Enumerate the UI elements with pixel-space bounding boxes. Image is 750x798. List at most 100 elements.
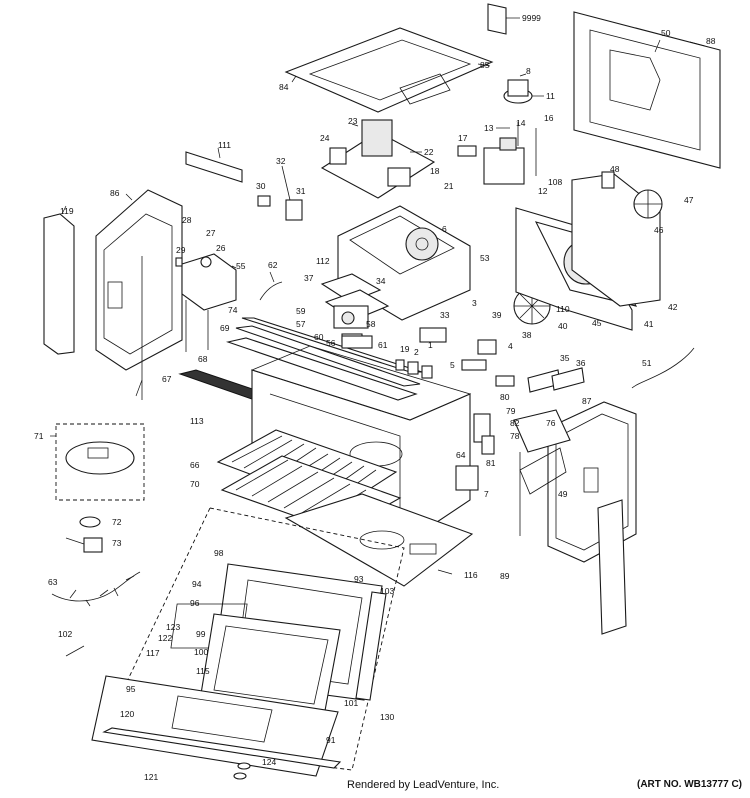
callout-69: 69 [220,323,230,333]
callout-61: 61 [378,340,388,350]
callout-35: 35 [560,353,570,363]
callout-28: 28 [182,215,192,225]
callout-11: 11 [546,91,555,101]
callout-124: 124 [262,757,276,767]
callout-108: 108 [548,177,562,187]
callout-56: 56 [326,338,336,348]
callout-27: 27 [206,228,216,238]
callout-40: 40 [558,321,568,331]
callout-71: 71 [34,431,44,441]
callout-80: 80 [500,392,510,402]
callout-62: 62 [268,260,278,270]
callout-9999: 9999 [522,13,541,23]
callout-12: 12 [538,186,548,196]
callout-111: 111 [218,140,231,150]
callout-13: 13 [484,123,494,133]
callout-39: 39 [492,310,502,320]
callout-101: 101 [344,698,358,708]
callout-112: 112 [316,256,330,266]
callout-47: 47 [684,195,694,205]
callout-38: 38 [522,330,532,340]
duct-parts [513,409,571,536]
callout-8: 8 [526,66,531,76]
callout-98: 98 [214,548,224,558]
callout-93: 93 [354,574,364,584]
back-panel-part [573,11,721,169]
callout-36: 36 [576,358,586,368]
callout-14: 14 [516,118,526,128]
callout-1: 1 [428,340,433,350]
callout-50: 50 [661,28,671,38]
callout-41: 41 [644,319,654,329]
callout-57: 57 [296,319,306,329]
light-cover-part [341,335,373,349]
small-parts [419,327,515,387]
callout-87: 87 [582,396,592,406]
interlock-switch-parts [395,359,433,379]
render-credit: Rendered by LeadVenture, Inc. [347,779,500,791]
callout-96: 96 [190,598,200,608]
callout-86: 86 [110,188,120,198]
callout-21: 21 [444,181,454,191]
callout-74: 74 [228,305,238,315]
callout-100: 100 [194,647,208,657]
callout-78: 78 [510,431,520,441]
callout-33: 33 [440,310,450,320]
callout-32: 32 [276,156,286,166]
callout-3: 3 [472,298,477,308]
callout-121: 121 [144,772,158,782]
callout-48: 48 [610,164,620,174]
callout-22: 22 [424,147,434,157]
callout-72: 72 [112,517,122,527]
callout-95: 95 [126,684,136,694]
callout-103: 103 [380,586,394,596]
callout-81: 81 [486,458,496,468]
art-number: (ART NO. WB13777 C) [636,779,742,790]
callout-113: 113 [190,416,204,426]
bracket-111-part [185,147,243,183]
power-cord-part [631,347,695,389]
callout-73: 73 [112,538,122,548]
callout-17: 17 [458,133,468,143]
callout-2: 2 [414,347,419,357]
callout-79: 79 [506,406,516,416]
callout-76-top: 76 [546,418,556,428]
callout-51: 51 [642,358,652,368]
callout-60: 60 [314,332,324,342]
top-panel-part [284,27,494,113]
callout-34: 34 [376,276,386,286]
callout-120: 120 [120,709,134,719]
callout-123: 123 [166,622,180,632]
callout-18: 18 [430,166,440,176]
callout-110: 110 [556,304,570,314]
thermostat-part [257,165,303,221]
callout-82: 82 [510,418,520,428]
callout-70: 70 [190,479,200,489]
callout-4: 4 [508,341,513,351]
callout-30: 30 [256,181,266,191]
callout-117: 117 [146,648,160,658]
callout-88: 88 [706,36,716,46]
callout-7: 7 [484,489,489,499]
callout-26: 26 [216,243,226,253]
callout-63: 63 [48,577,58,587]
callout-67: 67 [162,374,172,384]
light-sensor-assembly-part [320,273,390,343]
callout-122: 122 [158,633,172,643]
door-assembly-box-part [99,507,405,771]
grille-parts [527,367,585,393]
control-module-parts [455,413,495,491]
probe-102-part [65,645,85,657]
fan-box-part [175,253,237,352]
convection-fan-parts [571,171,663,307]
left-side-panel-part [95,189,183,400]
callout-labels: 9999 50 88 85 84 8 11 14 13 16 23 24 22 … [34,13,716,782]
callout-99: 99 [196,629,206,639]
callout-64: 64 [456,450,466,460]
callout-66: 66 [190,460,200,470]
callout-53: 53 [480,253,490,263]
callout-23: 23 [348,116,358,126]
callout-37: 37 [304,273,314,283]
left-side-trim-part [43,205,75,355]
